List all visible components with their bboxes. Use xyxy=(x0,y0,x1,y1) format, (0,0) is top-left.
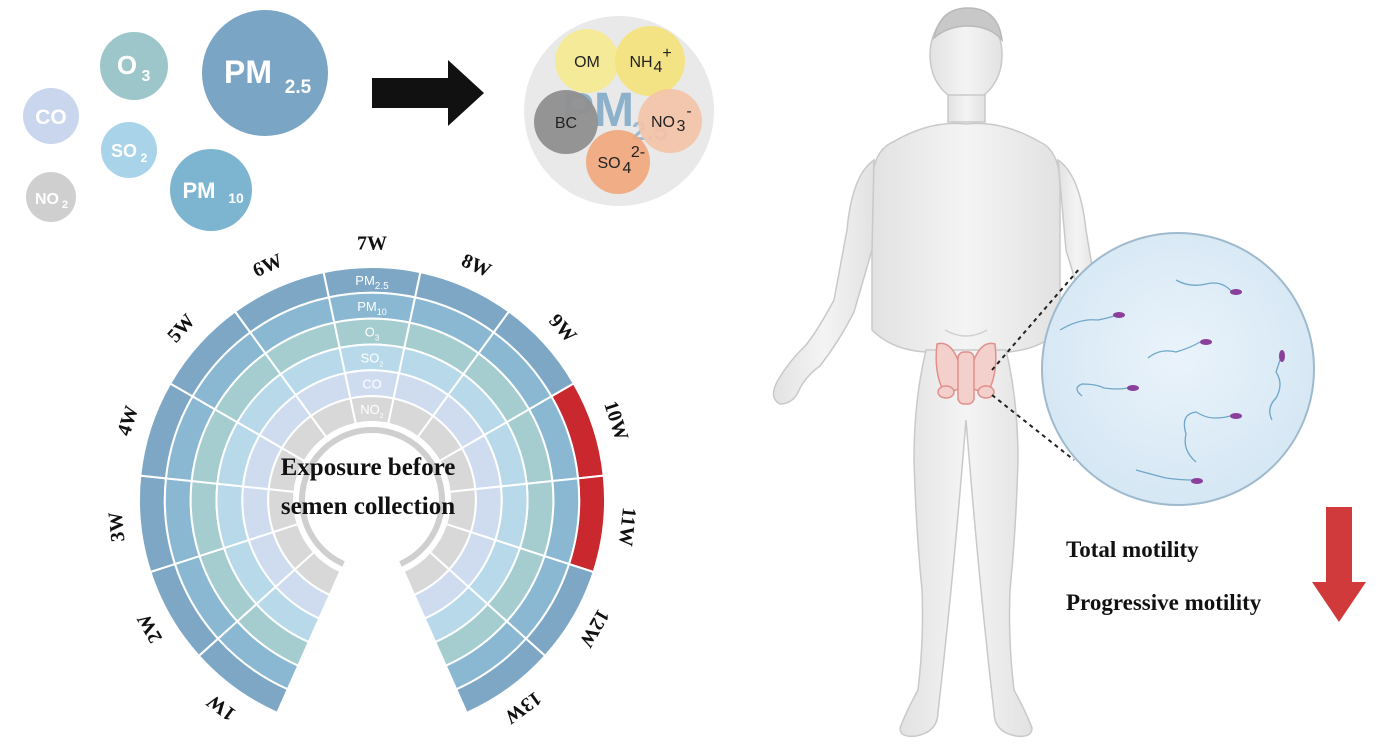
arrow-right-icon xyxy=(372,60,484,126)
component-so4-label: SO xyxy=(597,155,620,172)
ring-label-O3: O3 xyxy=(365,325,380,343)
component-nh4-sup: + xyxy=(662,45,671,62)
component-nh4: NH 4 + xyxy=(615,26,685,96)
magnify-connectors xyxy=(991,267,1081,461)
ring-label-PM10: PM10 xyxy=(357,299,387,317)
bubble-pm10-label: PM xyxy=(183,178,216,203)
bubble-pm10-sub: 10 xyxy=(228,190,244,206)
component-no3: NO 3 - xyxy=(638,89,702,153)
component-om-label: OM xyxy=(574,54,600,71)
bubble-o3-sub: 3 xyxy=(142,68,151,85)
bubble-co-label: CO xyxy=(35,106,67,129)
sperm-heads xyxy=(1113,289,1285,484)
bubble-o3: O 3 xyxy=(100,32,168,100)
ring-label-CO: CO xyxy=(362,376,382,391)
bubble-no2: NO 2 xyxy=(26,172,76,222)
week-label-1W: 1W xyxy=(203,690,240,725)
bubble-pm25-sub: 2.5 xyxy=(285,77,312,98)
exposure-center-label: Exposure before semen collection xyxy=(281,454,456,520)
week-label-9W: 9W xyxy=(544,310,580,347)
week-label-12W: 12W xyxy=(575,605,614,651)
week-label-2W: 2W xyxy=(133,610,167,647)
component-so4-sub: 4 xyxy=(623,160,632,177)
week-label-4W: 4W xyxy=(113,403,143,438)
component-bc: BC xyxy=(534,90,598,154)
bubble-o3-label: O xyxy=(117,50,137,80)
week-label-3W: 3W xyxy=(104,511,129,543)
component-so4-sup: 2- xyxy=(631,144,645,161)
bubble-so2-label: SO xyxy=(111,141,137,161)
ring-label-PM25: PM2.5 xyxy=(355,273,389,292)
pm25-components: PM 2.5 OM NH 4 + BC NO 3 - SO 4 2- xyxy=(524,16,714,206)
outcome-progressive-motility: Progressive motility xyxy=(1066,590,1262,615)
ring-label-SO2: SO2 xyxy=(361,350,384,368)
exposure-label-line2: semen collection xyxy=(281,493,455,520)
bubble-pm10: PM 10 xyxy=(170,149,252,231)
bubble-pm25-label: PM xyxy=(224,54,272,90)
week-label-7W: 7W xyxy=(357,233,387,255)
bubble-no2-label: NO xyxy=(35,191,59,208)
week-label-6W: 6W xyxy=(250,250,286,282)
bubble-so2: SO 2 xyxy=(101,122,157,178)
arrow-down-icon xyxy=(1312,507,1366,622)
week-label-11W: 11W xyxy=(614,506,640,547)
inner-arc xyxy=(299,427,445,567)
component-so4: SO 4 2- xyxy=(586,130,650,194)
component-bc-label: BC xyxy=(555,115,577,132)
reproductive-organ-icon xyxy=(935,342,997,405)
exposure-label-line1: Exposure before xyxy=(281,454,456,481)
ring-label-NO2: NO2 xyxy=(360,402,384,420)
outcome-total-motility: Total motility xyxy=(1066,537,1199,562)
segment-NO2-13W xyxy=(402,550,451,597)
week-label-8W: 8W xyxy=(458,250,494,282)
sperm-cells xyxy=(1059,279,1281,481)
component-nh4-sub: 4 xyxy=(654,59,663,76)
component-om: OM xyxy=(555,29,619,93)
bubble-co: CO xyxy=(23,88,79,144)
bubble-no2-sub: 2 xyxy=(62,199,68,211)
bubble-pm25: PM 2.5 xyxy=(202,10,328,136)
week-label-10W: 10W xyxy=(599,398,632,443)
week-label-13W: 13W xyxy=(500,687,545,728)
component-no3-sub: 3 xyxy=(677,118,686,135)
sperm-magnified-view xyxy=(1041,232,1315,506)
week-label-5W: 5W xyxy=(163,310,199,347)
pollutant-bubbles: CO O 3 PM 2.5 SO 2 NO 2 PM 10 xyxy=(23,10,328,231)
human-body-illustration xyxy=(772,7,1097,738)
component-no3-label: NO xyxy=(651,114,675,131)
motility-outcomes: Total motility Progressive motility xyxy=(1066,507,1366,622)
component-nh4-label: NH xyxy=(629,54,652,71)
bubble-so2-sub: 2 xyxy=(141,151,148,165)
component-no3-sup: - xyxy=(686,103,691,120)
